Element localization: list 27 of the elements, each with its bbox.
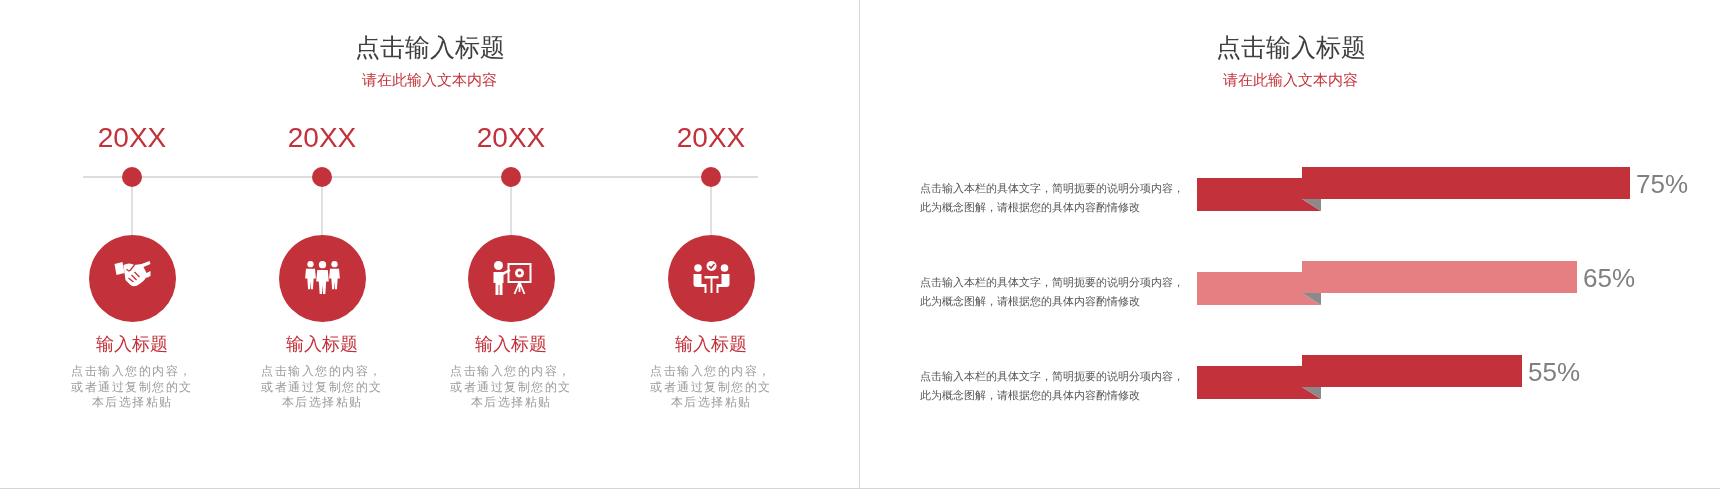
year-label: 20XX — [476, 122, 546, 154]
year-label: 20XX — [287, 122, 357, 154]
percent-label: 65% — [1583, 262, 1636, 294]
slide-title: 点击输入标题 — [354, 32, 505, 62]
bar-description: 点击输入本栏的具体文字，简明扼要的说明分项内容，此为概念图解，请根据您的具体内容酌情修改 — [920, 181, 1185, 215]
item-description: 点击输入您的内容，或者通过复制您的文本后选择粘贴 — [449, 364, 573, 411]
slide-subtitle: 请在此输入文本内容 — [362, 70, 497, 90]
item-heading: 输入标题 — [475, 333, 547, 355]
item-heading: 输入标题 — [286, 333, 358, 355]
item-description: 点击输入您的内容，或者通过复制您的文本后选择粘贴 — [260, 364, 384, 411]
slide-panel — [859, 0, 1720, 489]
slide-subtitle: 请在此输入文本内容 — [1223, 70, 1358, 90]
percent-label: 55% — [1528, 356, 1581, 388]
timeline-dot — [701, 167, 721, 187]
bar-description: 点击输入本栏的具体文字，简明扼要的说明分项内容，此为概念图解，请根据您的具体内容酌情修改 — [920, 369, 1185, 403]
timeline-dot — [312, 167, 332, 187]
item-description: 点击输入您的内容，或者通过复制您的文本后选择粘贴 — [70, 364, 194, 411]
timeline-dot — [122, 167, 142, 187]
year-label: 20XX — [97, 122, 167, 154]
slide-title: 点击输入标题 — [1215, 32, 1366, 62]
item-description: 点击输入您的内容，或者通过复制您的文本后选择粘贴 — [649, 364, 773, 411]
percent-label: 75% — [1636, 168, 1689, 200]
item-heading: 输入标题 — [96, 333, 168, 355]
item-heading: 输入标题 — [675, 333, 747, 355]
year-label: 20XX — [676, 122, 746, 154]
timeline-dot — [501, 167, 521, 187]
bar-description: 点击输入本栏的具体文字，简明扼要的说明分项内容，此为概念图解，请根据您的具体内容酌情修改 — [920, 275, 1185, 309]
